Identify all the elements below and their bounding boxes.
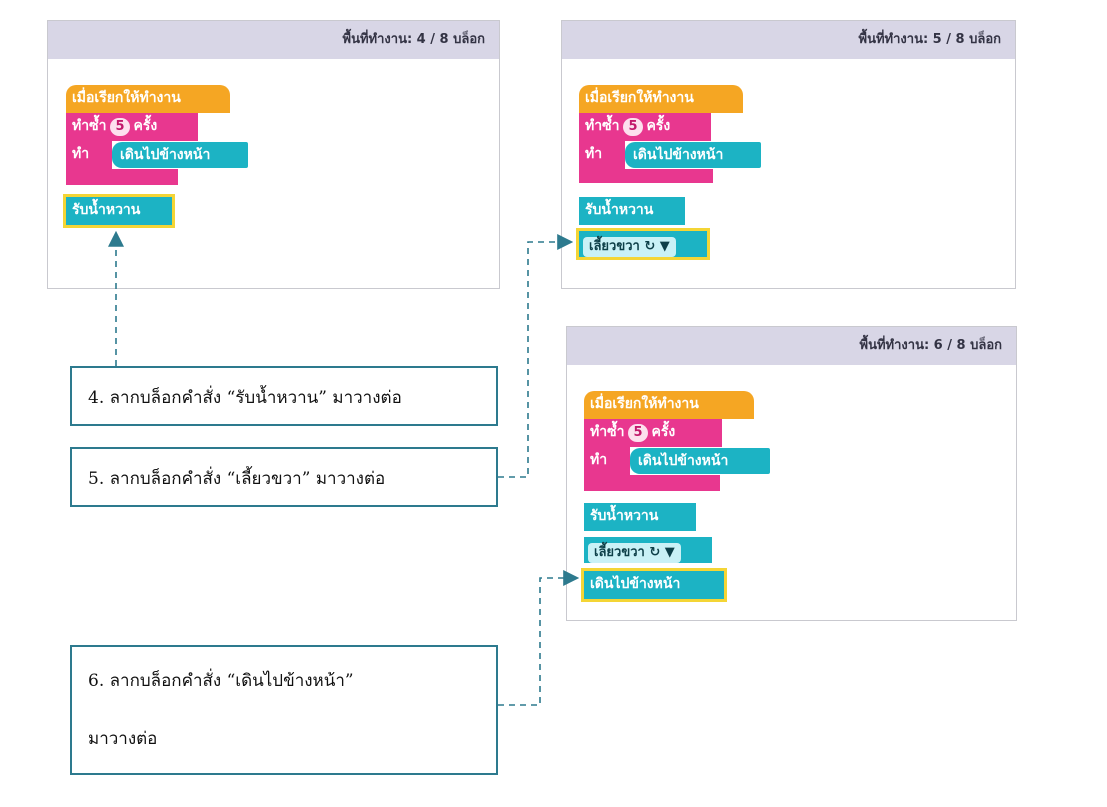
arrow-step5 bbox=[498, 234, 574, 478]
turn-right-block[interactable]: เลี้ยวขวา ↻ ▼ bbox=[584, 537, 712, 563]
caption-step4: 4. ลากบล็อกคำสั่ง “รับน้ำหวาน” มาวางต่อ bbox=[70, 366, 498, 426]
move-forward-block-added[interactable]: เดินไปข้างหน้า bbox=[584, 571, 724, 599]
turn-right-block[interactable]: เลี้ยวขวา ↻ ▼ bbox=[579, 231, 707, 257]
workspace-step6: พื้นที่ทำงาน: 6 / 8 บล็อก เมื่อเรียกให้ท… bbox=[566, 326, 1017, 621]
repeat-count[interactable]: 5 bbox=[623, 118, 643, 136]
repeat-count[interactable]: 5 bbox=[110, 118, 130, 136]
workspace-header: พื้นที่ทำงาน: 5 / 8 บล็อก bbox=[562, 21, 1015, 59]
times-label: ครั้ง bbox=[646, 118, 671, 134]
move-forward-block[interactable]: เดินไปข้างหน้า bbox=[625, 142, 761, 168]
get-nectar-block[interactable]: รับน้ำหวาน bbox=[579, 197, 685, 225]
do-label-block: ทำ bbox=[66, 141, 112, 169]
caption-step6-line1: 6. ลากบล็อกคำสั่ง “เดินไปข้างหน้า” bbox=[88, 671, 354, 691]
workspace-header: พื้นที่ทำงาน: 6 / 8 บล็อก bbox=[567, 327, 1016, 365]
repeat-label: ทำซ้ำ bbox=[72, 118, 107, 134]
move-forward-block[interactable]: เดินไปข้างหน้า bbox=[112, 142, 248, 168]
when-run-block[interactable]: เมื่อเรียกให้ทำงาน bbox=[584, 391, 754, 419]
repeat-block-foot bbox=[584, 475, 720, 491]
do-label-block: ทำ bbox=[579, 141, 625, 169]
repeat-label: ทำซ้ำ bbox=[590, 424, 625, 440]
caption-step6-line2: มาวางต่อ bbox=[88, 729, 158, 749]
get-nectar-block[interactable]: รับน้ำหวาน bbox=[66, 197, 172, 225]
turn-right-dropdown[interactable]: เลี้ยวขวา ↻ ▼ bbox=[588, 543, 681, 563]
repeat-label: ทำซ้ำ bbox=[585, 118, 620, 134]
move-forward-block[interactable]: เดินไปข้างหน้า bbox=[630, 448, 770, 474]
caption-step5-text: 5. ลากบล็อกคำสั่ง “เลี้ยวขวา” มาวางต่อ bbox=[88, 469, 386, 489]
repeat-count[interactable]: 5 bbox=[628, 424, 648, 442]
caption-step5: 5. ลากบล็อกคำสั่ง “เลี้ยวขวา” มาวางต่อ bbox=[70, 447, 498, 507]
repeat-block-foot bbox=[579, 169, 713, 183]
when-run-block[interactable]: เมื่อเรียกให้ทำงาน bbox=[579, 85, 743, 113]
do-label-block: ทำ bbox=[584, 447, 630, 475]
arrow-step6 bbox=[498, 570, 580, 706]
get-nectar-block[interactable]: รับน้ำหวาน bbox=[584, 503, 696, 531]
caption-step6: 6. ลากบล็อกคำสั่ง “เดินไปข้างหน้า” มาวาง… bbox=[70, 645, 498, 775]
workspace-header: พื้นที่ทำงาน: 4 / 8 บล็อก bbox=[48, 21, 499, 59]
caption-step4-text: 4. ลากบล็อกคำสั่ง “รับน้ำหวาน” มาวางต่อ bbox=[88, 388, 402, 408]
times-label: ครั้ง bbox=[651, 424, 676, 440]
times-label: ครั้ง bbox=[133, 118, 158, 134]
repeat-block-foot bbox=[66, 169, 178, 185]
workspace-step5: พื้นที่ทำงาน: 5 / 8 บล็อก เมื่อเรียกให้ท… bbox=[561, 20, 1016, 289]
turn-right-dropdown[interactable]: เลี้ยวขวา ↻ ▼ bbox=[583, 237, 676, 257]
when-run-block[interactable]: เมื่อเรียกให้ทำงาน bbox=[66, 85, 230, 113]
